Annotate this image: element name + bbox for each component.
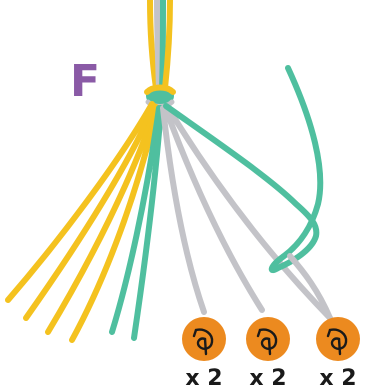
forward-knot-badge xyxy=(315,316,361,362)
working-teal-strand xyxy=(163,65,324,274)
yellow-strands xyxy=(5,101,160,343)
forward-knot-icon xyxy=(246,317,290,361)
forward-knot-icon xyxy=(182,317,226,361)
forward-knot-icon xyxy=(316,317,360,361)
gray-strand-overlap xyxy=(287,253,333,321)
repeat-count-label: x 2 xyxy=(185,366,223,391)
forward-knot-badge xyxy=(181,316,227,362)
repeat-count-label: x 2 xyxy=(319,366,357,391)
gray-strands xyxy=(160,103,333,321)
top-strand-bundle xyxy=(147,0,173,91)
step-letter: F xyxy=(70,56,101,107)
teal-strands xyxy=(109,105,164,341)
repeat-count-label: x 2 xyxy=(249,366,287,391)
forward-knot-badge xyxy=(245,316,291,362)
